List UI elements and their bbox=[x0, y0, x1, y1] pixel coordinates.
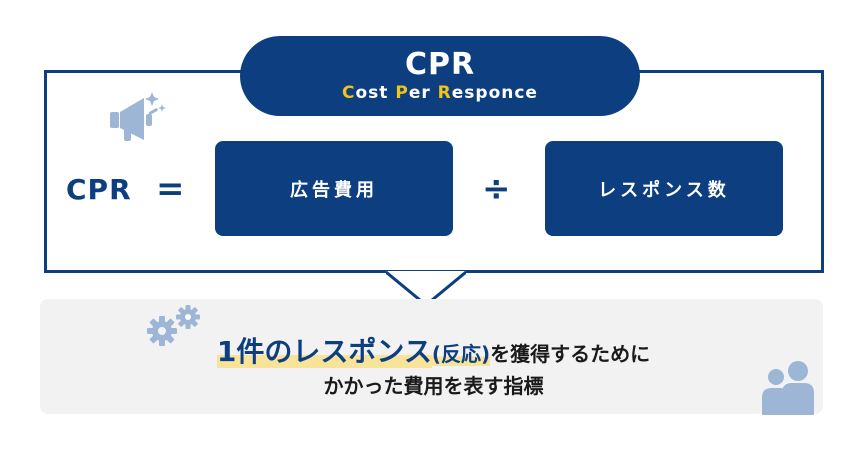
description-line-1: 1件のレスポンス(反応)を獲得するために bbox=[0, 330, 867, 370]
highlight-paren: (反応) bbox=[431, 342, 491, 366]
sparkle-icon bbox=[145, 92, 166, 115]
formula-lhs: CPR bbox=[66, 173, 132, 206]
megaphone-icon bbox=[110, 92, 166, 141]
equals-sign: = bbox=[156, 169, 185, 209]
subtitle-rest-r: esponce bbox=[451, 83, 538, 103]
numerator-box: 広告費用 bbox=[215, 141, 453, 236]
subtitle-rest-c: ost bbox=[355, 83, 396, 103]
subtitle-accent-c: C bbox=[342, 83, 356, 103]
line1-rest: を獲得するために bbox=[490, 342, 651, 366]
subtitle-rest-p: er bbox=[408, 83, 438, 103]
description-line-2: かかった費用を表す指標 bbox=[323, 374, 544, 398]
title-main: CPR bbox=[404, 47, 476, 82]
numerator-label: 広告費用 bbox=[290, 179, 378, 201]
subtitle-accent-p: P bbox=[395, 83, 409, 103]
gears-icon bbox=[147, 305, 200, 346]
highlight-text: 1件のレスポンス bbox=[216, 335, 432, 368]
people-icon bbox=[762, 361, 814, 415]
denominator-label: レスポンス数 bbox=[598, 179, 730, 201]
divide-sign: ÷ bbox=[482, 169, 511, 209]
denominator-box: レスポンス数 bbox=[545, 141, 783, 236]
title-pill: CPR Cost Per Responce bbox=[240, 36, 640, 116]
subtitle-accent-r: R bbox=[437, 83, 452, 103]
title-subtitle: Cost Per Responce bbox=[342, 82, 538, 104]
